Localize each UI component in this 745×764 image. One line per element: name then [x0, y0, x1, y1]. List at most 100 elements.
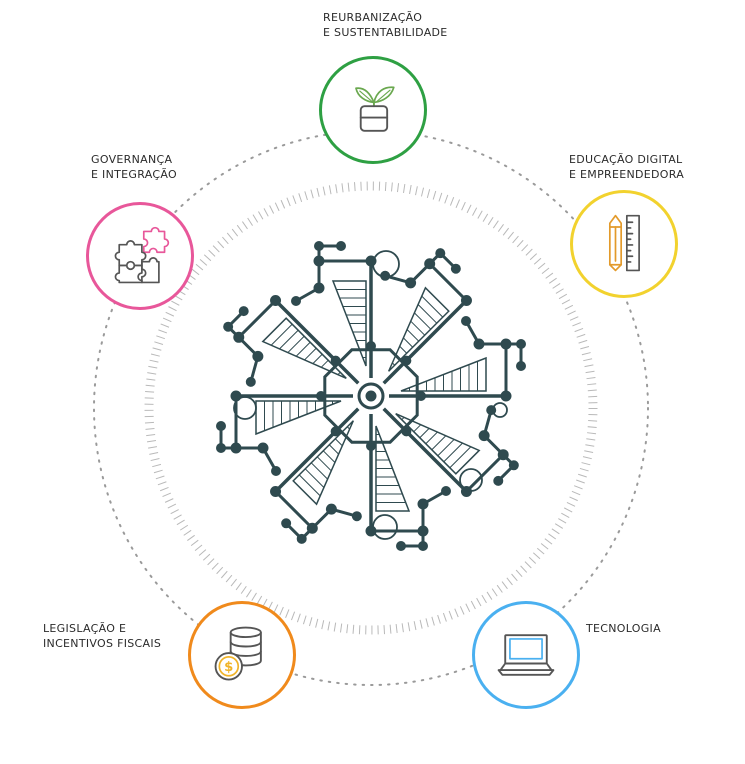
node-sustentabilidade[interactable] [319, 56, 427, 164]
hub-arm [270, 407, 362, 544]
hub-hatch [304, 468, 325, 488]
hub-node [497, 449, 509, 461]
node-governanca[interactable] [86, 202, 194, 310]
hub-hatch [410, 320, 426, 336]
hub-node [417, 498, 429, 510]
hub-node [336, 241, 346, 251]
hub-node [313, 282, 325, 294]
hub-node [257, 442, 269, 454]
laptop-icon [497, 634, 555, 676]
hub-node [230, 442, 242, 454]
hub-accent-circle [372, 514, 398, 540]
hub-node [270, 485, 282, 497]
hub-node [245, 376, 256, 387]
hub-arm [223, 295, 360, 387]
node-educacao[interactable] [570, 190, 678, 298]
hub-node [493, 475, 504, 486]
hub-node [441, 486, 451, 496]
hub-branch [219, 396, 238, 450]
hub-arm [380, 248, 472, 385]
hub-hatch [421, 295, 444, 318]
hub-node [424, 258, 436, 270]
label-governanca: GOVERNANÇA E INTEGRAÇÃO [91, 153, 177, 181]
hub-node [223, 321, 234, 332]
plant-pot-icon [355, 86, 395, 132]
hub-core-ring [357, 382, 385, 410]
hub-node [396, 541, 406, 551]
hub-node [233, 331, 245, 343]
hub-node [508, 460, 519, 471]
hub-hatch [334, 438, 343, 447]
hub-hatch [298, 474, 321, 497]
hub-hatch [310, 462, 328, 480]
hub-node [270, 295, 282, 307]
hub-hatch [443, 442, 463, 463]
label-legislacao: LEGISLAÇÃO E INCENTIVOS FISCAIS [43, 622, 162, 650]
hub-node [325, 503, 337, 515]
hub-spoke [274, 407, 360, 493]
hub-node [296, 533, 307, 544]
puzzle-icon [114, 226, 170, 284]
hub-node [291, 296, 301, 306]
hub-hatch [316, 456, 332, 472]
hub-hatch [337, 371, 341, 375]
hub-node [478, 430, 490, 442]
hub-node [473, 338, 485, 350]
hub-hatch [431, 435, 447, 451]
hub-node [516, 361, 526, 371]
hub-node [417, 525, 429, 537]
node-tecnologia[interactable] [472, 601, 580, 709]
hub-spoke [382, 407, 468, 493]
coins-icon: $ [214, 626, 262, 681]
hub-node [306, 522, 318, 534]
outer-dotted-ring [93, 130, 649, 686]
hub-hatch [414, 312, 432, 330]
hub-node [460, 295, 472, 307]
hub-accent-circle [372, 250, 400, 278]
hub-hatch [322, 450, 336, 463]
hub-hatch [287, 335, 305, 353]
network-hub-icon [216, 241, 526, 551]
hub-inner-ring [323, 348, 419, 444]
hub-accent-circle [492, 402, 508, 418]
pencil-ruler-icon [608, 214, 640, 272]
hub-hatch [401, 417, 405, 421]
hub-hatch [399, 345, 408, 354]
hub-hatch [279, 329, 299, 350]
hub-node [500, 338, 512, 350]
inner-tick-ring [144, 181, 598, 635]
hub-hatch [406, 329, 420, 342]
hub-node [314, 241, 324, 251]
hub-branch [427, 251, 468, 302]
hub-hatch [425, 431, 438, 445]
label-educacao: EDUCAÇÃO DIGITAL E EMPREENDEDORA [569, 153, 685, 181]
hub-accent-circle [233, 396, 257, 420]
hub-hatch [449, 446, 472, 469]
hub-node [450, 263, 461, 274]
hub-node [516, 339, 526, 349]
hub-hatch [328, 444, 339, 455]
hub-hatch [403, 337, 414, 348]
hub-hatch [413, 424, 422, 433]
hub-node [351, 511, 362, 522]
hub-node [313, 255, 325, 267]
hub-node [281, 518, 292, 529]
hub-spoke [274, 299, 360, 385]
hub-node [418, 541, 428, 551]
hub-arm [291, 241, 377, 378]
hub-node [216, 443, 226, 453]
hub-node [271, 466, 281, 476]
hub-hatch [392, 362, 396, 366]
hub-node [461, 316, 471, 326]
label-sustentabilidade: REURBANIZAÇÃO E SUSTENTABILIDADE [323, 11, 448, 39]
hub-hatch [270, 323, 293, 346]
hub-node [435, 248, 446, 259]
node-legislacao[interactable]: $ [188, 601, 296, 709]
hub-node [238, 306, 249, 317]
hub-branch [274, 490, 315, 541]
hub-hatch [346, 426, 350, 430]
label-tecnologia: TECNOLOGIA [586, 622, 661, 635]
hub-hatch [437, 439, 455, 457]
hub-hatch [295, 341, 311, 357]
